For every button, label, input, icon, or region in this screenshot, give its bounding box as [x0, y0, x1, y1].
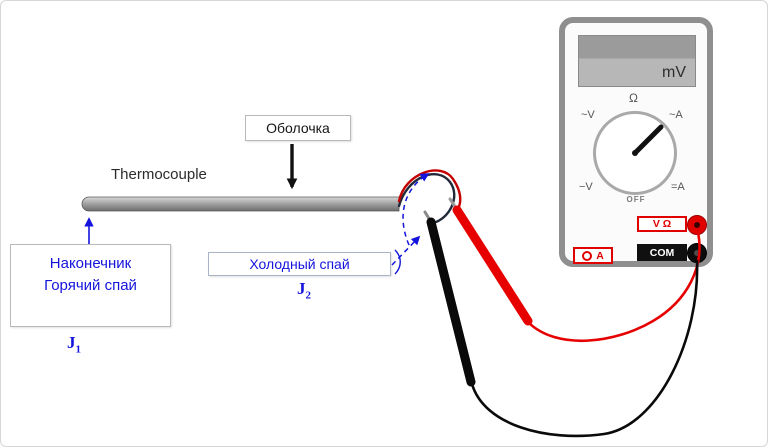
tip-label: Наконечник	[49, 255, 132, 272]
black-probe-tip	[423, 210, 433, 224]
current-terminal-label: A	[573, 247, 613, 264]
com-jack[interactable]	[687, 243, 707, 263]
junction-wire-red	[397, 169, 462, 213]
j1-subscript: 1	[75, 343, 82, 356]
j2-letter: J	[297, 279, 306, 298]
ac-current-range-icon: ~A	[669, 109, 683, 121]
cold-junction-brace	[394, 249, 401, 275]
hot-junction-label: Горячий спай	[44, 277, 137, 294]
j2-subscript: 2	[305, 289, 312, 302]
off-label: OFF	[626, 195, 646, 204]
junction-wire-dark	[397, 173, 456, 225]
cold-junction-dashed-arc	[402, 173, 430, 246]
sheath-label-box: Оболочка	[245, 115, 351, 141]
dc-voltage-range-icon: −V	[579, 181, 593, 193]
thermocouple-rod	[81, 196, 400, 212]
dc-current-range-icon: =A	[671, 181, 685, 193]
red-probe[interactable]	[452, 205, 533, 326]
thermocouple-label: Thermocouple	[111, 166, 207, 183]
range-dial[interactable]	[593, 111, 677, 195]
com-terminal-label: COM	[637, 244, 687, 261]
hot-junction-label-box: Наконечник Горячий спай	[10, 244, 171, 327]
volt-ohm-jack[interactable]	[687, 215, 707, 235]
black-lead-wire	[470, 259, 699, 438]
j1-letter: J	[67, 333, 76, 352]
multimeter-body: mV Ω ~V ~A −V =A OFF V Ω COM A	[559, 17, 713, 267]
multimeter-display: mV	[578, 35, 696, 87]
volt-ohm-text: V Ω	[652, 218, 672, 230]
cold-junction-symbol: J2	[297, 279, 311, 301]
ohm-range-icon: Ω	[629, 91, 638, 105]
com-jack-hole	[694, 250, 700, 256]
cold-junction-label: Холодный спай	[249, 256, 350, 272]
black-probe[interactable]	[426, 217, 476, 387]
cold-junction-pointer-arrow	[391, 235, 421, 266]
display-value: mV	[662, 64, 686, 81]
current-jack-icon	[582, 250, 593, 261]
volt-ohm-jack-hole	[694, 222, 700, 228]
com-text: COM	[649, 246, 675, 259]
current-text: A	[596, 249, 604, 262]
hot-junction-symbol: J1	[67, 333, 81, 355]
ac-voltage-range-icon: ~V	[581, 109, 595, 121]
red-probe-tip	[448, 197, 460, 213]
cold-junction-label-box: Холодный спай	[208, 252, 391, 276]
volt-ohm-terminal-label: V Ω	[637, 216, 687, 232]
sheath-label: Оболочка	[266, 120, 330, 136]
